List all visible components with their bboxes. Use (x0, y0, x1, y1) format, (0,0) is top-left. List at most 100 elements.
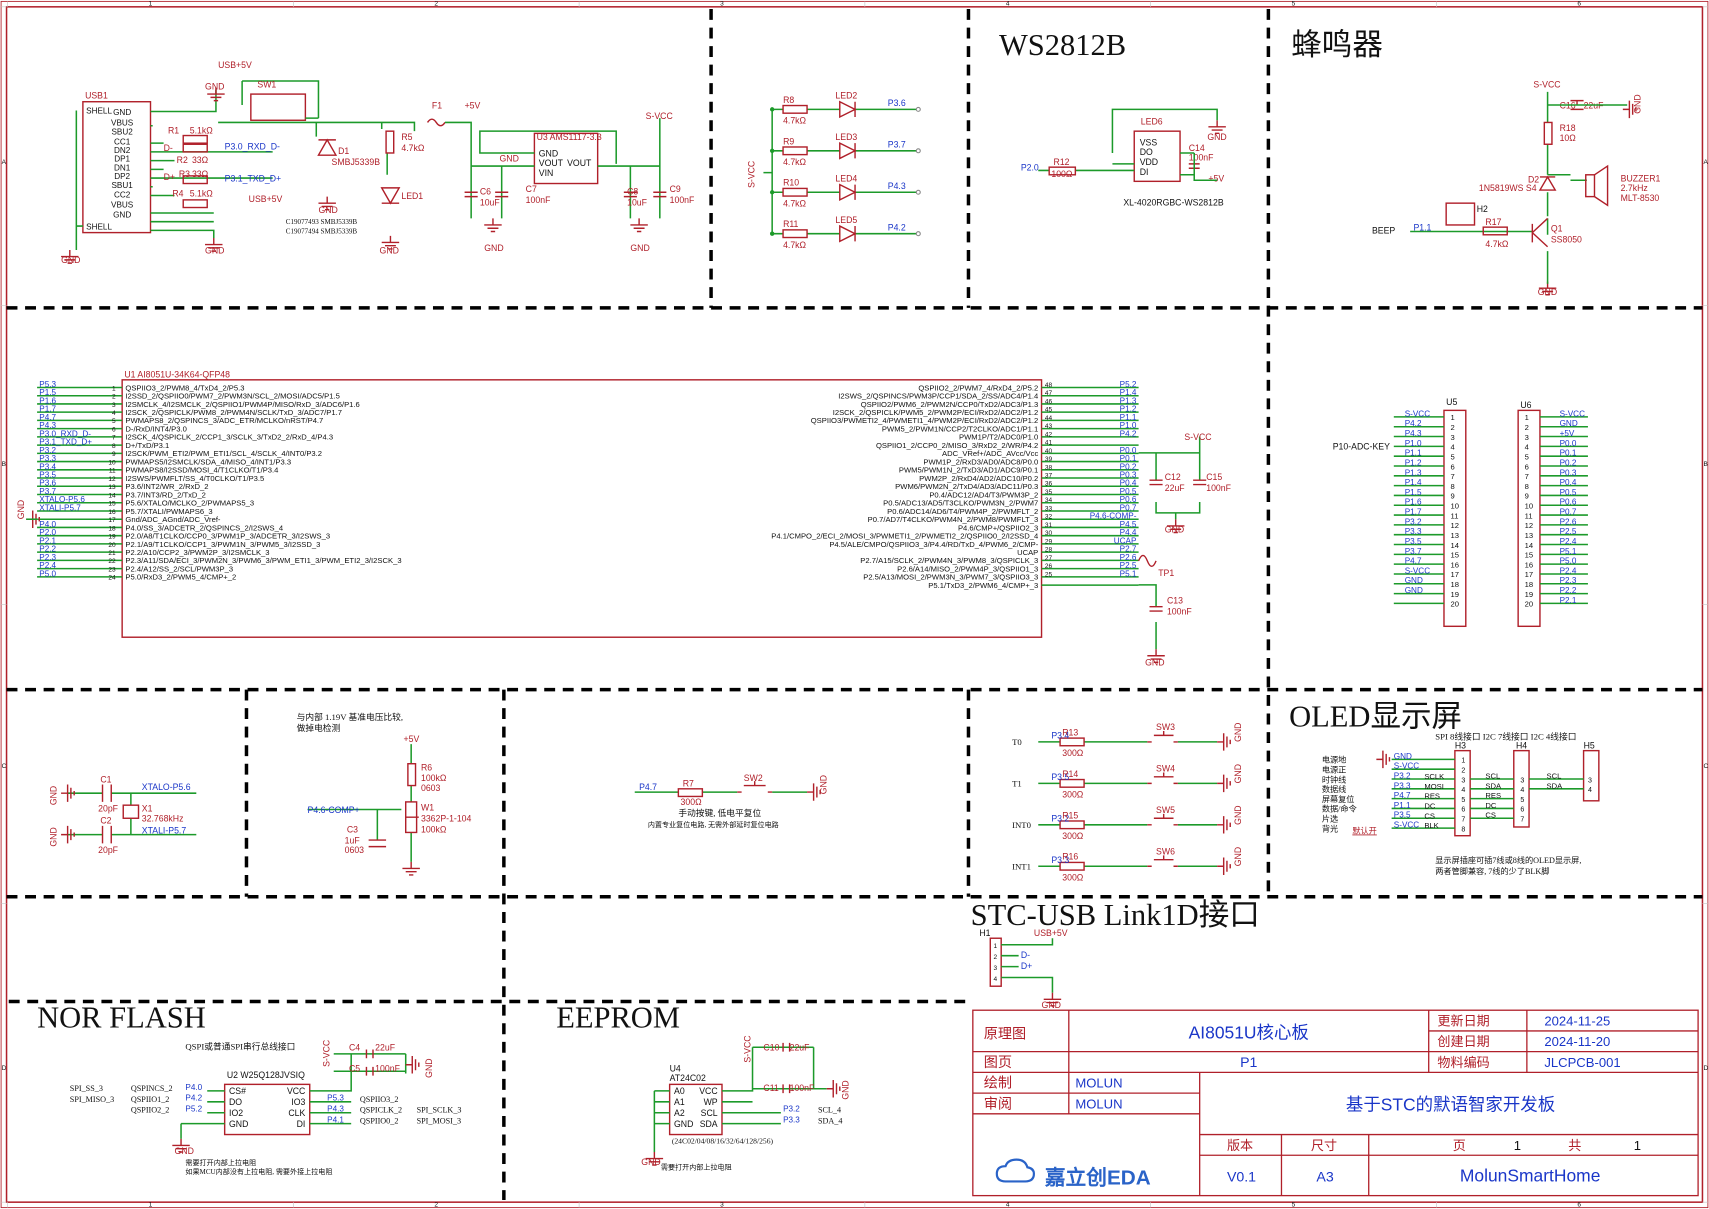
ws2812-part: XL-4020RGBC-WS2812B (1123, 197, 1223, 207)
ldo-pin-name: VIN (539, 168, 554, 178)
gnd-symbol (61, 825, 75, 844)
header-u6-net: P0.2 (1560, 458, 1577, 467)
mcu-right-net: P0.5 (1120, 487, 1137, 496)
border-col-mark: 5 (1292, 1, 1296, 8)
header-u5-net: P1.7 (1405, 508, 1422, 517)
key-switch-ref: SW5 (1156, 805, 1175, 815)
mcu-left-net: XTALO-P5.6 (39, 495, 85, 504)
mcu-right-pin-function: QSPIIO2/PWM6_2/PWM2N/CCP0/TxD2/ADC3/P1.3 (861, 400, 1039, 409)
mcu-left-net: P3.2 (39, 446, 56, 455)
ldo-cap-label: C6 (480, 186, 491, 196)
reset-label: R7 (683, 779, 694, 789)
eeprom-support-label: C10 (763, 1043, 779, 1053)
usb-pin-name: SHELL (86, 107, 112, 116)
border-col-mark: 3 (720, 1, 724, 8)
mcu-left-pin-function: PWMAPS8/I2SSD/MOSI_4/T1CLKO/T1/P3.4 (125, 466, 279, 475)
oled-net: S-VCC (1394, 762, 1419, 771)
tb-sheet-no: 1 (1514, 1138, 1521, 1153)
oled-note-1: 显示屏插座可插7线或8线的OLED显示屏, (1435, 855, 1581, 865)
flash-foot-2: 如果MCU内部没有上拉电阻, 需要外接上拉电阻 (185, 1167, 332, 1176)
oled-signal-label: 数据线 (1322, 784, 1346, 794)
header-u5-pin-number: 11 (1451, 511, 1459, 520)
mcu-left-net: P1.6 (39, 396, 56, 405)
tb-logo: 嘉立创EDA (995, 1158, 1151, 1190)
usb-pin-name: SHELL (86, 222, 112, 231)
eeprom-support-label: 22uF (790, 1043, 810, 1053)
mcu-left-pin-number: 4 (112, 410, 116, 417)
tb-label-version: 版本 (1227, 1138, 1253, 1153)
key-resistor-value: 300Ω (1062, 790, 1084, 800)
tb-size: A3 (1316, 1169, 1333, 1185)
oled-header-ref: H5 (1584, 740, 1595, 750)
mcu-left-net: P5.3 (39, 380, 56, 389)
net-terminal (915, 106, 921, 112)
header-u5-pin-number: 10 (1451, 502, 1459, 511)
mcu-gnd: GND (16, 500, 26, 519)
border-row-mark: B (2, 461, 7, 468)
mcu-support-label: GND (1145, 658, 1164, 668)
mcu-left-pin-function: D-/RxD/INT4/P3.0 (125, 424, 186, 433)
header-u5-net: P1.3 (1405, 468, 1422, 477)
key-net: P3.4 (1051, 731, 1069, 741)
buzzer-transistor-part: SS8050 (1551, 234, 1582, 244)
usb-pin-name: VBUS (111, 119, 134, 128)
tb-label-total: 共 (1568, 1138, 1581, 1153)
ws2812-gnd: GND (1207, 132, 1226, 142)
mcu-right-pin-function: P2.6/A14/MISO_2/PWM4P_3/QSPIIO1_3 (897, 564, 1038, 573)
header-u6-pin-number: 5 (1525, 452, 1529, 461)
oled-pin-number: 8 (1461, 825, 1465, 833)
oled-pin-number: 3 (1520, 776, 1524, 784)
tb-board-name: AI8051U核心板 (1189, 1023, 1309, 1043)
oled-signal-label: 背光 (1322, 823, 1338, 833)
header-u5-net: P1.5 (1405, 488, 1422, 497)
stcusb-label: USB+5V (1034, 928, 1068, 938)
buzzer-ref: BUZZER1 (1621, 173, 1661, 183)
mcu-right-pin-number: 26 (1045, 563, 1053, 570)
mcu-right-net: P0.4 (1120, 479, 1137, 488)
mcu-left-pin-number: 6 (112, 426, 116, 433)
header-u6-net: P2.5 (1560, 527, 1577, 536)
header-u5-pin-number: 14 (1451, 541, 1460, 550)
flash-note: QSPI或普通SPI串行总线接口 (185, 1040, 295, 1051)
usb-label: USB+5V (249, 194, 283, 204)
mcu-left-net: P3.4 (39, 462, 56, 471)
header-u6-pin-number: 4 (1525, 443, 1530, 452)
header-u5-net: P3.3 (1405, 527, 1422, 536)
tb-company: MolunSmartHome (1460, 1165, 1601, 1185)
ws2812-resistor-ref: R12 (1054, 157, 1070, 167)
flash-support-label: 100nF (375, 1063, 400, 1073)
key-resistor-value: 300Ω (1062, 748, 1084, 758)
comparator-labels: +5VR6100kΩ0603P4.6-COMP+W13362P-1-104100… (308, 734, 472, 876)
net-junction (769, 148, 775, 153)
usb-label: R2 (177, 155, 188, 165)
ldo-pin-name: GND (539, 148, 558, 158)
header-u6-net: P2.2 (1560, 586, 1577, 595)
crystal-labels: GNDC120pFXTALO-P5.6X132.768kHzGNDC220pFX… (49, 774, 191, 855)
mcu-right-net: P1.1 (1120, 413, 1137, 422)
mcu-right-pin-number: 28 (1045, 547, 1053, 554)
mcu-right-pin-number: 37 (1045, 472, 1053, 479)
flash-right-func: QSPICLK_2 (360, 1106, 402, 1115)
header-u5-pin-number: 13 (1451, 531, 1459, 540)
header-u6-net: P2.3 (1560, 576, 1577, 585)
oled-signal-label: 数据/命令 (1322, 804, 1357, 814)
oled-header-ref: H3 (1455, 740, 1466, 750)
ldo-ref: U3 AMS1117-3.3 (537, 132, 602, 142)
usb-label: USB+5V (218, 60, 252, 70)
border-row-mark: D (2, 1065, 7, 1072)
mcu-left-pin-function: P3.7/INT3/RD_2/TxD_2 (125, 490, 206, 499)
stcusb-pin-number: 3 (994, 965, 998, 972)
ws2812-net: P2.0 (1021, 162, 1039, 172)
eeprom-left-pin: A2 (674, 1108, 685, 1118)
mcu-left-pin-function: PWMAPS8_2/QSPINCS_3/ADC_ETR/MCLKO/nRST/P… (125, 416, 323, 425)
header-u5-pin-number: 20 (1451, 600, 1459, 609)
header-u6-net: P5.0 (1560, 557, 1577, 566)
header-u6-pin-number: 12 (1525, 521, 1533, 530)
usb-label: C19077494 SMBJ5339B (286, 228, 358, 236)
usb-pin-name: VBUS (111, 201, 134, 210)
comparator-label: 100kΩ (421, 824, 447, 834)
flash-foot-1: 需要打开内部上拉电阻 (185, 1158, 256, 1167)
